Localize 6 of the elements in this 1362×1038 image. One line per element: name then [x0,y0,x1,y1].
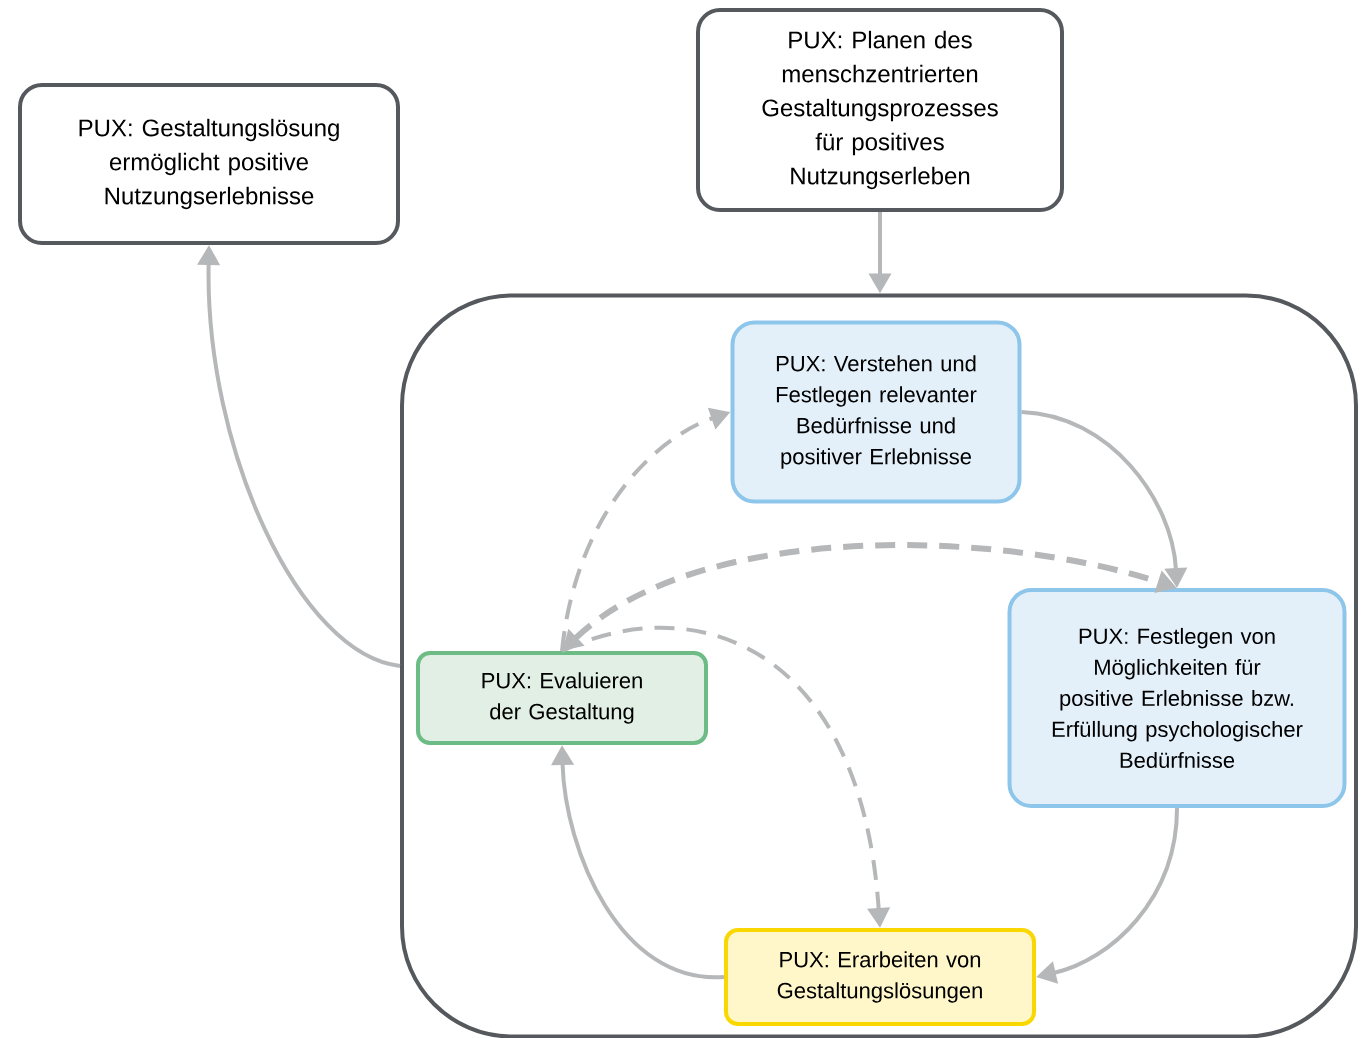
process-box: PUX: Festlegen von Möglichkeiten für positive Erlebnisse bzw. Erfüllung psychologischer Bedürfnisse [1007,588,1347,808]
process-box: PUX: Verstehen und Festlegen relevanter Bedürfnisse und positiver Erlebnisse [730,320,1022,504]
process-box: PUX: Planen des menschzentrierten Gestaltungsprozesses für positives Nutzungserleben [696,8,1064,212]
process-box: PUX: Gestaltungslösung ermöglicht positive Nutzungserlebnisse [18,83,400,245]
process-box: PUX: Evaluieren der Gestaltung [416,651,708,745]
process-box: PUX: Erarbeiten von Gestaltungslösungen [724,928,1036,1026]
